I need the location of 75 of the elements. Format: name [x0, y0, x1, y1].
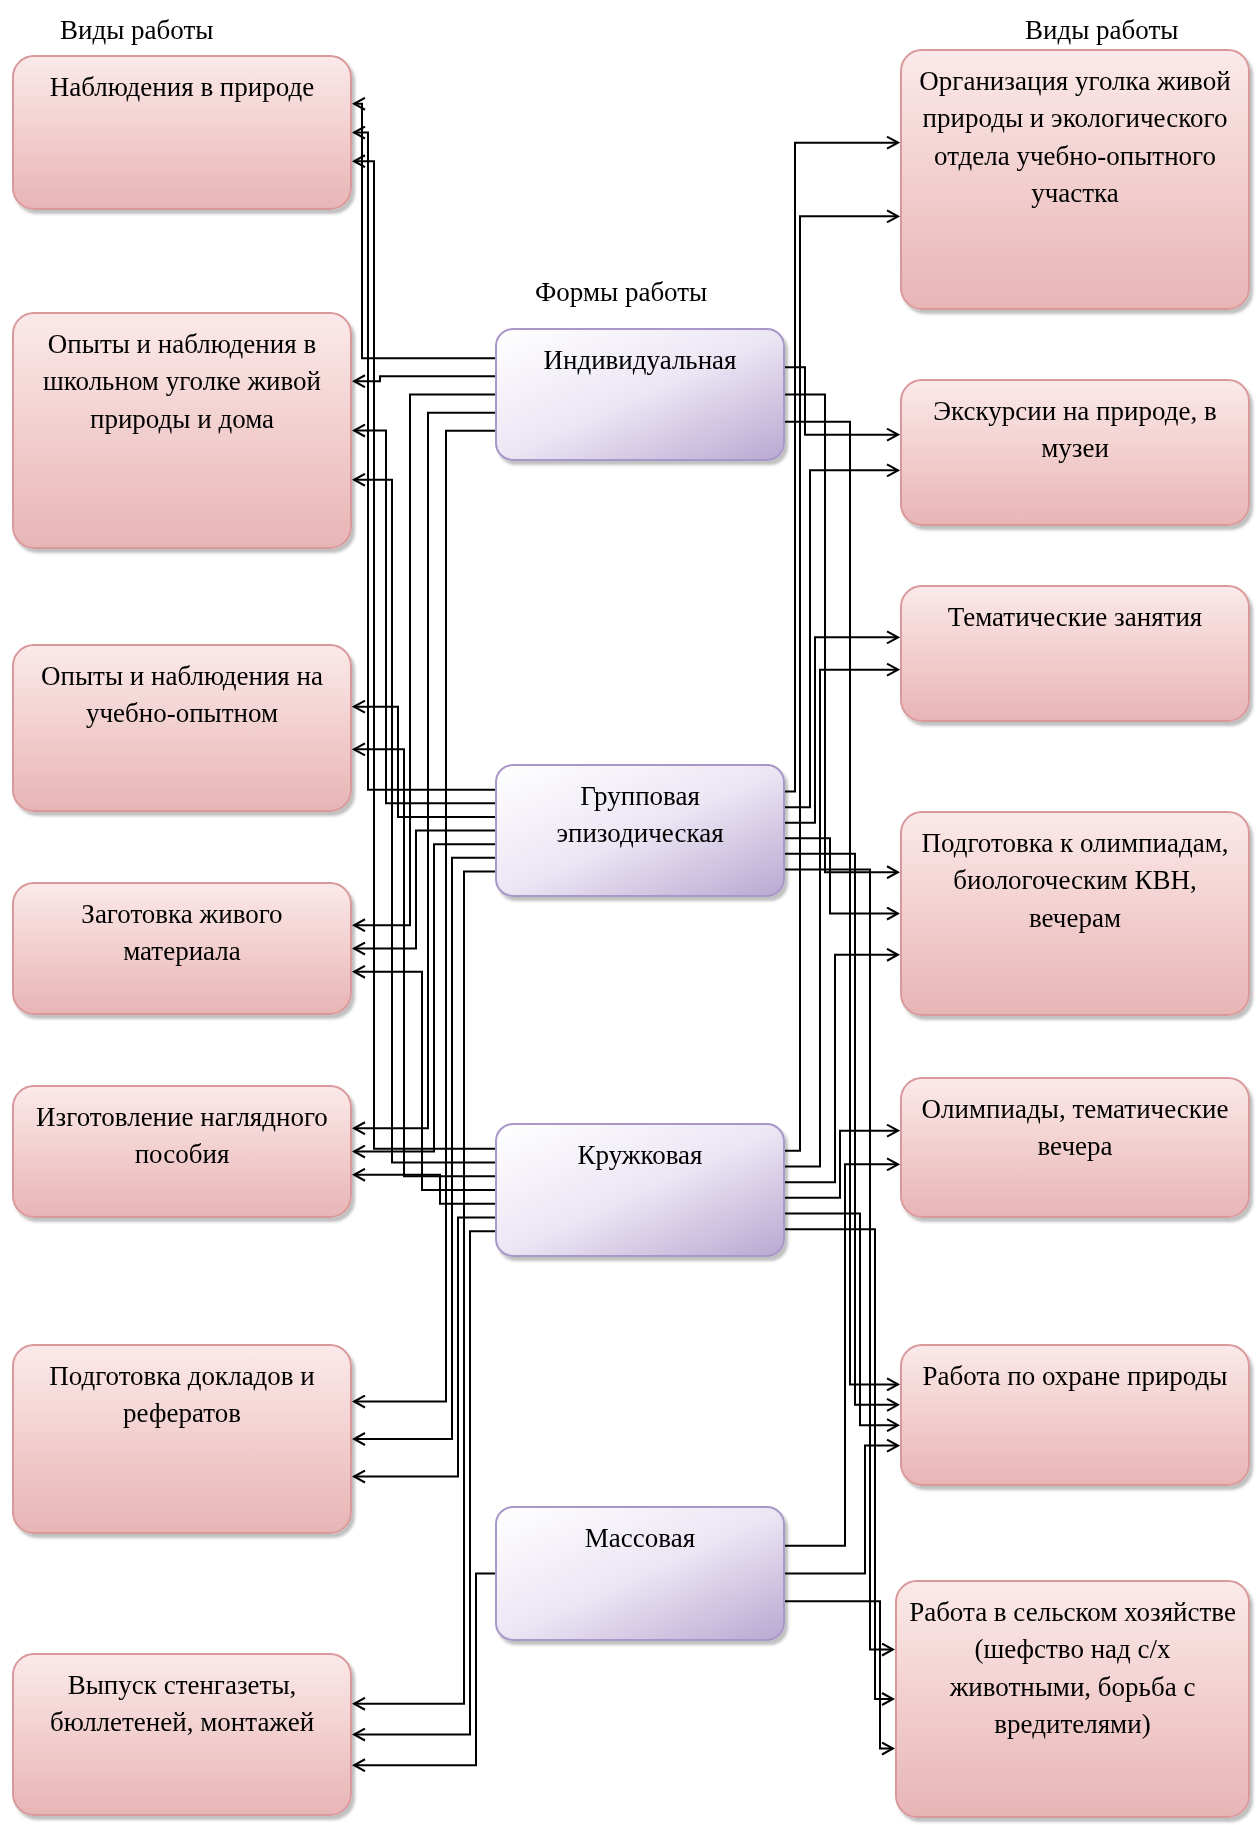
work-type-box: [900, 1077, 1250, 1218]
form-box: [495, 1123, 785, 1257]
box-text: Олимпиады, тематические вечера: [920, 1093, 1230, 1164]
arrow: [353, 429, 496, 1409]
box-text: Массовая: [584, 1522, 696, 1555]
arrow: [784, 630, 899, 824]
arrow: [784, 1157, 899, 1547]
box-text: Тематические занятия: [947, 601, 1203, 634]
box-text: Экскурсии на природе, в музеи: [932, 395, 1218, 466]
box-text: Заготовка живого материала: [80, 898, 284, 969]
arrow: [353, 125, 496, 791]
arrow: [784, 135, 899, 793]
arrow: [353, 423, 496, 805]
form-box: [495, 328, 785, 461]
arrow: [784, 393, 899, 880]
arrow: [784, 366, 899, 442]
arrow: [353, 1572, 496, 1773]
arrow: [784, 1600, 894, 1756]
work-type-box: [12, 55, 352, 210]
arrow: [784, 837, 899, 921]
work-type-box: [900, 49, 1250, 310]
arrow: [353, 1216, 496, 1484]
work-type-box: [12, 1653, 352, 1816]
box-text: Опыты и наблюдения в школьном уголке живой природы и дома: [41, 328, 323, 436]
form-box: [495, 764, 785, 897]
work-type-box: [12, 312, 352, 549]
arrow: [784, 1123, 899, 1199]
arrow: [353, 1167, 496, 1205]
arrow: [784, 463, 899, 809]
work-type-box: [12, 644, 352, 812]
arrow: [353, 829, 496, 956]
work-type-box: [900, 379, 1250, 526]
arrow: [353, 699, 496, 818]
arrow: [353, 742, 496, 1178]
arrow: [353, 374, 496, 389]
box-text: Работа по охране природы: [922, 1360, 1228, 1393]
work-type-box: [895, 1580, 1250, 1818]
work-type-box: [12, 1344, 352, 1534]
work-type-box: [12, 882, 352, 1015]
box-text: Кружковая: [577, 1139, 703, 1172]
box-text: Работа в сельском хозяйстве (шефство над с/х животными, борьба с вредителями): [909, 1596, 1236, 1741]
arrow: [353, 856, 496, 1446]
box-text: Организация уголка живой природы и экологического отдела учебно-опытного участка: [918, 65, 1232, 210]
arrow: [353, 154, 496, 1150]
arrow: [353, 843, 496, 1159]
box-text: Подготовка докладов и рефератов: [48, 1360, 316, 1431]
work-type-box: [900, 585, 1250, 722]
heading-label: Формы работы: [535, 276, 708, 309]
arrow: [353, 870, 496, 1711]
arrow: [784, 868, 894, 1657]
arrow: [784, 852, 899, 1412]
work-type-box: [12, 1085, 352, 1218]
arrow: [784, 1228, 894, 1706]
arrow: [784, 1212, 899, 1433]
arrow: [353, 96, 496, 360]
box-text: Индивидуальная: [543, 344, 737, 377]
box-text: Опыты и наблюдения на учебно-опытном: [40, 660, 324, 731]
arrow: [353, 393, 496, 933]
work-type-box: [900, 1344, 1250, 1486]
heading-label: Виды работы: [60, 14, 214, 47]
box-text: Выпуск стенгазеты, бюллетеней, монтажей: [48, 1669, 316, 1740]
box-text: Наблюдения в природе: [49, 71, 315, 104]
arrow: [784, 420, 899, 1392]
box-text: Подготовка к олимпиадам, биологоческим КВН, вечерам: [920, 827, 1230, 935]
work-type-box: [900, 811, 1250, 1016]
arrow: [353, 1230, 496, 1742]
heading-label: Виды работы: [1025, 14, 1179, 47]
form-box: [495, 1506, 785, 1641]
arrow: [353, 964, 496, 1191]
arrow: [784, 662, 899, 1168]
arrow: [784, 209, 899, 1152]
box-text: Групповая эпизодическая: [555, 780, 725, 851]
box-text: Изготовление наглядного пособия: [35, 1101, 329, 1172]
arrow: [784, 947, 899, 1184]
arrow: [784, 1438, 899, 1575]
